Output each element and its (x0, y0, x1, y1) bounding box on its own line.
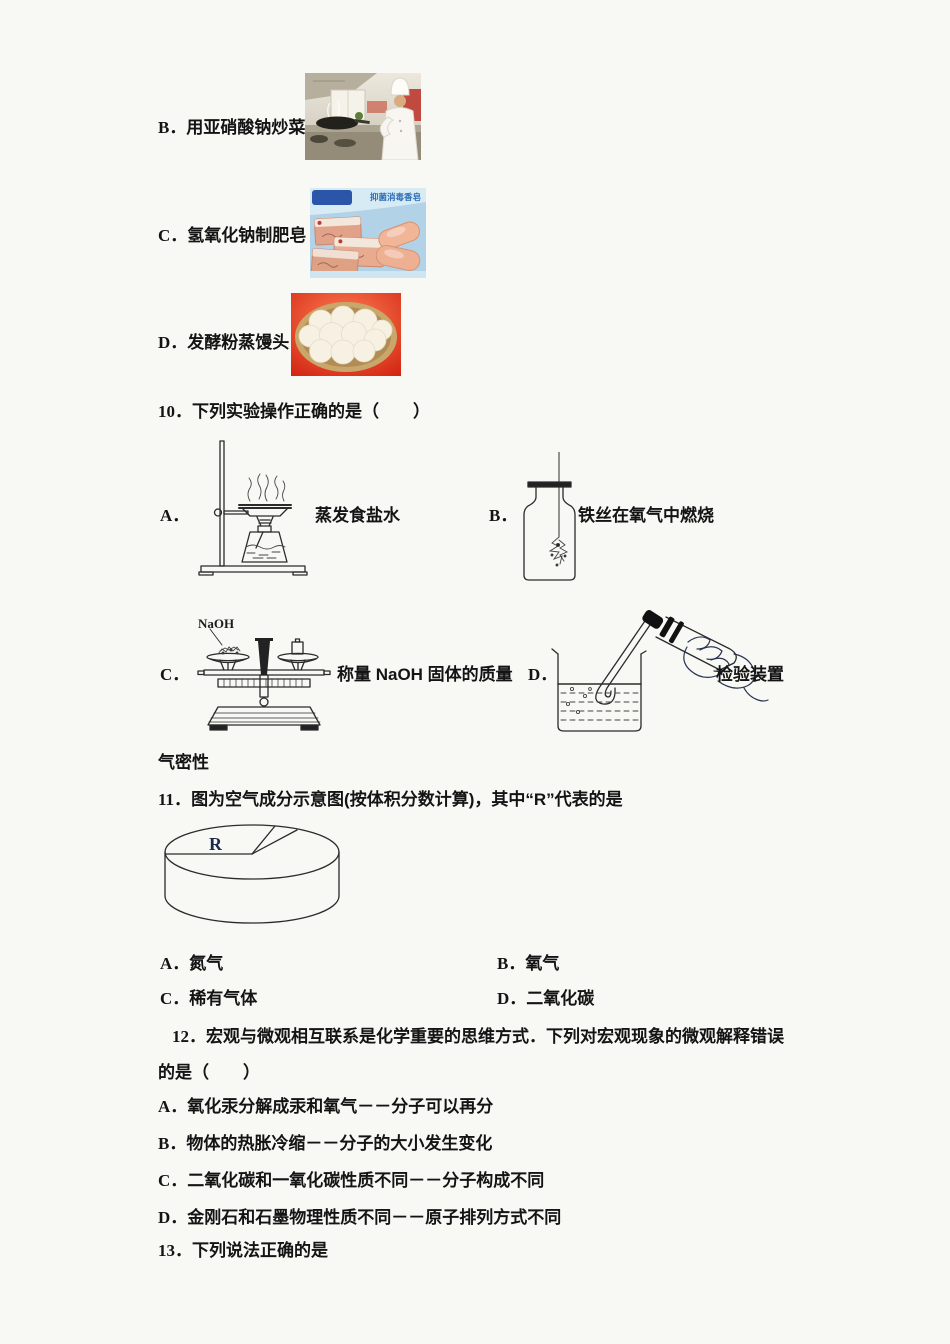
soap-package-text: 抑菌消毒香皂 (370, 192, 422, 202)
chef-cooking-photo (305, 73, 421, 165)
q12-option-a: A．氧化汞分解成汞和氧气－－分子可以再分 (158, 1096, 493, 1118)
soap-bars-photo: 抑菌消毒香皂 (310, 188, 426, 283)
q12-option-c-text: 二氧化碳和一氧化碳性质不同－－分子构成不同 (187, 1171, 545, 1190)
q10-option-c-caption: 称量 NaOH 固体的质量 (337, 665, 513, 684)
q11-option-a-text: 氮气 (189, 954, 224, 973)
q12-stem-line2: 的是（ ） (158, 1063, 260, 1082)
q09-option-c-text: 氢氧化钠制肥皂 (187, 226, 307, 245)
q10-option-b-caption: 铁丝在氧气中燃烧 (578, 506, 714, 525)
q11-option-c: C．稀有气体 (160, 988, 257, 1010)
q10-option-b-letter: B． (489, 506, 518, 525)
q11-option-a-letter: A． (160, 954, 190, 973)
q13-stem-text: 下列说法正确的是 (192, 1241, 328, 1260)
q09-option-d-text: 发酵粉蒸馒头 (187, 333, 290, 352)
q10-option-a-letter: A． (160, 506, 190, 525)
q12-option-d: D．金刚石和石墨物理性质不同－－原子排列方式不同 (158, 1207, 561, 1229)
q09-option-d: D．发酵粉蒸馒头 (158, 332, 289, 354)
q11-stem-text: 图为空气成分示意图(按体积分数计算)，其中“R”代表的是 (191, 790, 623, 809)
steamed-buns-photo (291, 293, 401, 381)
q09-option-b: B．用亚硝酸钠炒菜 (158, 117, 305, 139)
q12-option-b-letter: B． (158, 1134, 187, 1153)
q11-option-d: D．二氧化碳 (497, 988, 594, 1010)
q11-option-c-text: 稀有气体 (189, 989, 258, 1008)
q11-number: 11． (158, 790, 192, 809)
q12-option-d-text: 金刚石和石墨物理性质不同－－原子排列方式不同 (187, 1208, 562, 1227)
q11-stem: 11．图为空气成分示意图(按体积分数计算)，其中“R”代表的是 (158, 789, 623, 811)
q12-option-c: C．二氧化碳和一氧化碳性质不同－－分子构成不同 (158, 1170, 544, 1192)
naoh-label: NaOH (198, 616, 234, 631)
q11-option-a: A．氮气 (160, 953, 223, 975)
q09-option-c-letter: C． (158, 226, 188, 245)
q10-caption-overflow: 气密性 (158, 753, 209, 772)
q12-option-b: B．物体的热胀冷缩－－分子的大小发生变化 (158, 1133, 492, 1155)
q09-option-c: C．氢氧化钠制肥皂 (158, 225, 306, 247)
q10-option-c-letter: C． (160, 665, 190, 684)
airtightness-check-figure (540, 592, 800, 749)
q13-number: 13． (158, 1241, 192, 1260)
q12-option-b-text: 物体的热胀冷缩－－分子的大小发生变化 (186, 1134, 493, 1153)
iron-wire-in-oxygen-bottle-figure (517, 451, 583, 589)
q12-option-a-letter: A． (158, 1097, 188, 1116)
q10-option-d-caption: 检验装置 (716, 665, 784, 684)
q11-option-b-letter: B． (497, 954, 526, 973)
q10-number: 10． (158, 402, 192, 421)
pie-sector-label: R (209, 834, 223, 854)
q10-stem: 10．下列实验操作正确的是（ ） (158, 401, 430, 423)
q12-number: 12． (172, 1027, 206, 1046)
q09-option-b-letter: B． (158, 118, 187, 137)
q12-option-c-letter: C． (158, 1171, 188, 1190)
q11-option-d-letter: D． (497, 989, 527, 1008)
q11-option-c-letter: C． (160, 989, 190, 1008)
q10-option-a-caption: 蒸发食盐水 (315, 506, 400, 525)
q12-stem-line1-text: 宏观与微观相互联系是化学重要的思维方式．下列对宏观现象的微观解释错误 (206, 1027, 784, 1046)
q13-stem: 13．下列说法正确的是 (158, 1240, 328, 1262)
q12-option-a-text: 氧化汞分解成汞和氧气－－分子可以再分 (187, 1097, 494, 1116)
q11-option-b: B．氧气 (497, 953, 559, 975)
air-composition-pie-figure: R (161, 822, 345, 931)
q10-option-d-letter: D． (528, 665, 558, 684)
evaporation-apparatus-figure (193, 435, 315, 590)
q09-option-b-text: 用亚硝酸钠炒菜 (186, 118, 306, 137)
q11-option-d-text: 二氧化碳 (526, 989, 595, 1008)
q10-stem-text: 下列实验操作正确的是（ ） (192, 402, 430, 421)
q09-option-d-letter: D． (158, 333, 188, 352)
q12-option-d-letter: D． (158, 1208, 188, 1227)
q12-stem-line1: 12．宏观与微观相互联系是化学重要的思维方式．下列对宏观现象的微观解释错误 (172, 1026, 784, 1048)
q11-option-b-text: 氧气 (525, 954, 560, 973)
balance-scale-figure: NaOH (190, 615, 340, 742)
